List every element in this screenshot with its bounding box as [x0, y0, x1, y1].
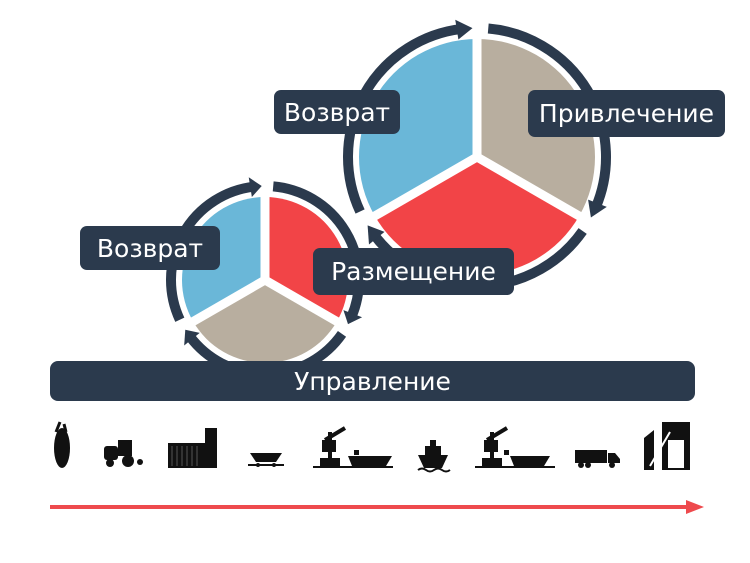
attraction-label: Привлечение: [528, 90, 725, 137]
big-cycle-divider: [356, 153, 480, 229]
big-cycle-arrow-head-icon: [455, 19, 473, 40]
management-bar: Управление: [50, 361, 695, 401]
small-cycle-divider: [262, 276, 355, 335]
small-cycle-arrow-head-icon: [343, 310, 363, 325]
small-cycle-divider: [175, 276, 268, 335]
small-cycle-arrow-head-icon: [184, 329, 200, 346]
big-cycle-arrow-head-icon: [367, 225, 385, 245]
big-cycle-arrow-head-icon: [588, 199, 607, 218]
small-cycle-arrow-head-icon: [248, 177, 262, 198]
big-return-label: Возврат: [274, 90, 400, 134]
big-cycle-divider: [474, 153, 598, 229]
placement-label: Размещение: [313, 248, 514, 295]
small-return-label: Возврат: [80, 226, 220, 270]
